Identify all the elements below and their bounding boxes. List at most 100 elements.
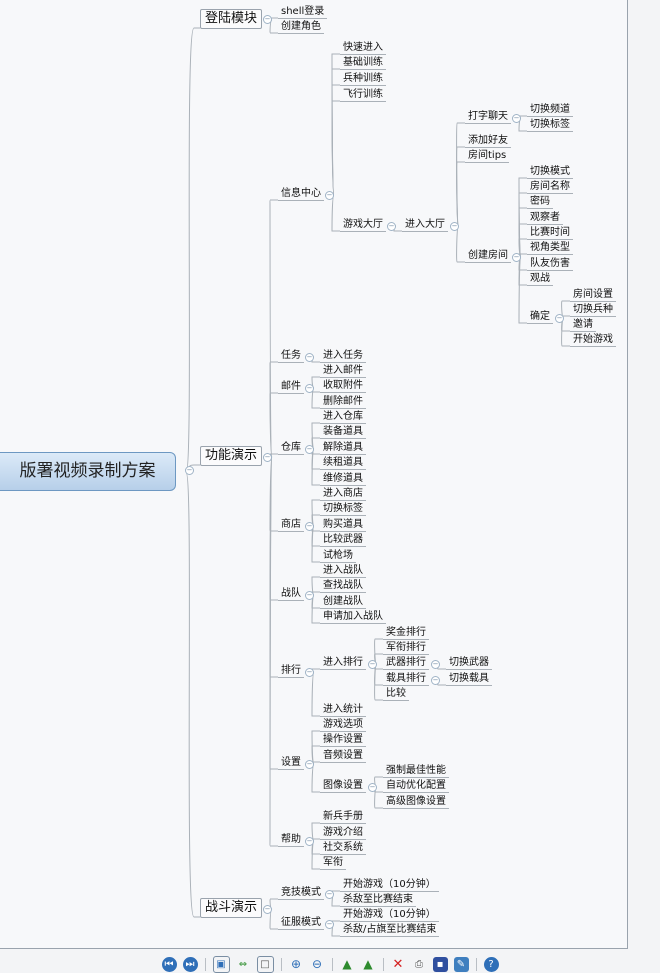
node-conquest-start[interactable]: 开始游戏（10分钟） [340, 908, 439, 922]
collapse-toggle-icon[interactable]: − [387, 222, 396, 231]
node-compare[interactable]: 比较 [383, 687, 409, 701]
node-switch-vehicle[interactable]: 切换载具 [446, 672, 492, 686]
node-password[interactable]: 密码 [527, 195, 553, 209]
node-advanced-graphics[interactable]: 高级图像设置 [383, 795, 449, 809]
node-enter-lobby[interactable]: 进入大厅 [402, 218, 448, 232]
collapse-toggle-icon[interactable]: − [450, 222, 459, 231]
node-vehicle-rank[interactable]: 载具排行 [383, 672, 429, 686]
node-switch-channel[interactable]: 切换频道 [527, 103, 573, 117]
collapse-toggle-icon[interactable]: − [305, 591, 314, 600]
node-enter-shop[interactable]: 进入商店 [320, 487, 366, 501]
node-audio-settings[interactable]: 音频设置 [320, 749, 366, 763]
collapse-toggle-icon[interactable]: − [305, 522, 314, 531]
zoom-in-icon[interactable]: ⊕ [290, 957, 302, 971]
rotate-right-icon[interactable]: ▲ [363, 957, 373, 971]
node-help[interactable]: 帮助 [278, 833, 304, 847]
node-military-rank[interactable]: 军衔排行 [383, 641, 429, 655]
node-add-friend[interactable]: 添加好友 [465, 134, 511, 148]
collapse-toggle-icon[interactable]: − [325, 920, 334, 929]
collapse-toggle-icon[interactable]: − [305, 445, 314, 454]
fit-page-icon[interactable]: ▣ [212, 956, 230, 973]
node-quick-enter[interactable]: 快速进入 [340, 41, 386, 55]
actual-size-icon[interactable]: □ [256, 956, 274, 973]
collapse-toggle-icon[interactable]: − [305, 353, 314, 362]
collapse-toggle-icon[interactable]: − [431, 660, 440, 669]
node-text-chat[interactable]: 打字聊天 [465, 110, 511, 124]
node-unit-training[interactable]: 兵种训练 [340, 72, 386, 86]
node-apply-team[interactable]: 申请加入战队 [320, 610, 386, 624]
node-start-game[interactable]: 开始游戏 [570, 333, 616, 347]
node-conquest-mode[interactable]: 征服模式 [278, 916, 324, 930]
collapse-toggle-icon[interactable]: − [305, 668, 314, 677]
node-confirm[interactable]: 确定 [527, 310, 553, 324]
node-switch-weapon[interactable]: 切换武器 [446, 656, 492, 670]
node-shop-switch-tab[interactable]: 切换标签 [320, 502, 366, 516]
node-create-room[interactable]: 创建房间 [465, 249, 511, 263]
node-conquest-kill[interactable]: 杀敌/占旗至比赛结束 [340, 923, 440, 937]
node-shop[interactable]: 商店 [278, 518, 304, 532]
node-buy-item[interactable]: 购买道具 [320, 518, 366, 532]
node-login[interactable]: 登陆模块 [200, 9, 263, 29]
node-collect-attachment[interactable]: 收取附件 [320, 379, 366, 393]
node-task[interactable]: 任务 [278, 349, 304, 363]
collapse-toggle-icon[interactable]: − [325, 890, 334, 899]
first-page-icon[interactable]: ⏮ [161, 957, 177, 972]
node-view-type[interactable]: 视角类型 [527, 241, 573, 255]
collapse-toggle-icon[interactable]: − [263, 15, 272, 24]
node-rank[interactable]: 排行 [278, 664, 304, 678]
node-switch-tab[interactable]: 切换标签 [527, 118, 573, 132]
node-control-settings[interactable]: 操作设置 [320, 733, 366, 747]
node-arena-kill[interactable]: 杀敌至比赛结束 [340, 893, 416, 907]
node-military-rank-help[interactable]: 军衔 [320, 856, 346, 870]
node-team[interactable]: 战队 [278, 587, 304, 601]
node-enter-mail[interactable]: 进入邮件 [320, 364, 366, 378]
node-spectate[interactable]: 观战 [527, 272, 553, 286]
zoom-out-icon[interactable]: ⊖ [311, 957, 323, 971]
delete-icon[interactable]: ✕ [392, 957, 404, 972]
node-info-center[interactable]: 信息中心 [278, 187, 324, 201]
collapse-toggle-icon[interactable]: − [512, 114, 521, 123]
node-game-options[interactable]: 游戏选项 [320, 718, 366, 732]
collapse-toggle-icon[interactable]: − [368, 783, 377, 792]
node-switch-mode[interactable]: 切换模式 [527, 165, 573, 179]
help-icon[interactable]: ? [483, 957, 499, 972]
node-settings[interactable]: 设置 [278, 756, 304, 770]
node-arena-start[interactable]: 开始游戏（10分钟） [340, 878, 439, 892]
node-delete-mail[interactable]: 删除邮件 [320, 395, 366, 409]
collapse-toggle-icon[interactable]: − [325, 191, 334, 200]
node-create-character[interactable]: 创建角色 [278, 20, 324, 34]
node-recruit-manual[interactable]: 新兵手册 [320, 810, 366, 824]
collapse-toggle-icon[interactable]: − [185, 466, 194, 475]
collapse-toggle-icon[interactable]: − [305, 384, 314, 393]
node-force-performance[interactable]: 强制最佳性能 [383, 764, 449, 778]
node-invite[interactable]: 邀请 [570, 318, 596, 332]
node-observer[interactable]: 观察者 [527, 211, 563, 225]
node-basic-training[interactable]: 基础训练 [340, 56, 386, 70]
node-social-system[interactable]: 社交系统 [320, 841, 366, 855]
node-flight-training[interactable]: 飞行训练 [340, 88, 386, 102]
node-room-settings[interactable]: 房间设置 [570, 288, 616, 302]
node-game-lobby[interactable]: 游戏大厅 [340, 218, 386, 232]
node-enter-task[interactable]: 进入任务 [320, 349, 366, 363]
node-warehouse[interactable]: 仓库 [278, 441, 304, 455]
collapse-toggle-icon[interactable]: − [263, 905, 272, 914]
node-room-name[interactable]: 房间名称 [527, 180, 573, 194]
node-enter-warehouse[interactable]: 进入仓库 [320, 410, 366, 424]
node-weapon-rank[interactable]: 武器排行 [383, 656, 429, 670]
node-create-team[interactable]: 创建战队 [320, 595, 366, 609]
node-unequip-item[interactable]: 解除道具 [320, 441, 366, 455]
node-switch-unit[interactable]: 切换兵种 [570, 303, 616, 317]
print-icon[interactable]: ⎙ [415, 959, 423, 970]
node-friendly-fire[interactable]: 队友伤害 [527, 257, 573, 271]
rotate-left-icon[interactable]: ▲ [342, 957, 352, 971]
node-renew-item[interactable]: 续租道具 [320, 456, 366, 470]
node-battle[interactable]: 战斗演示 [200, 898, 263, 918]
node-features[interactable]: 功能演示 [200, 446, 263, 466]
node-graphics-settings[interactable]: 图像设置 [320, 779, 366, 793]
node-find-team[interactable]: 查找战队 [320, 579, 366, 593]
node-equip-item[interactable]: 装备道具 [320, 425, 366, 439]
node-game-intro[interactable]: 游戏介绍 [320, 826, 366, 840]
collapse-toggle-icon[interactable]: − [555, 314, 564, 323]
root-node[interactable]: 版署视频录制方案 [0, 452, 176, 491]
node-enter-rank[interactable]: 进入排行 [320, 656, 366, 670]
